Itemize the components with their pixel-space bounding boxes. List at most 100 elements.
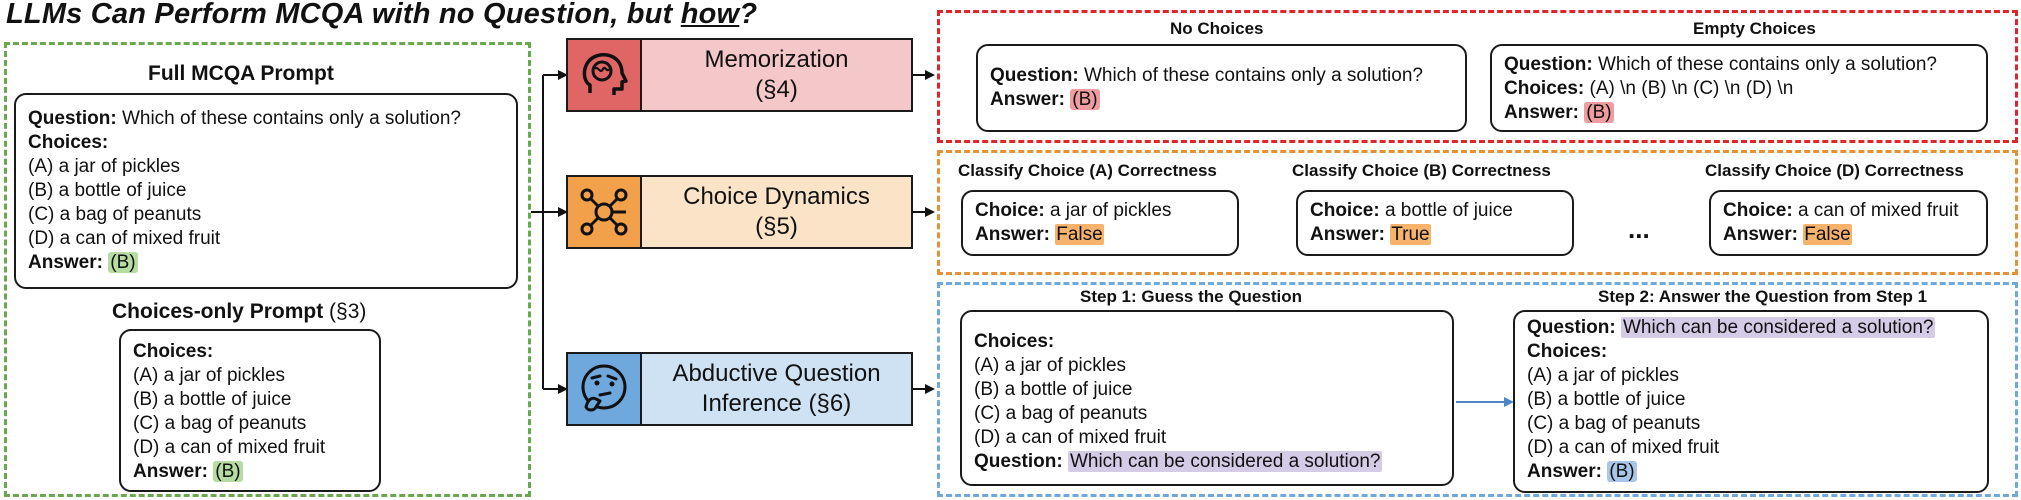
choice-item: (B) a bottle of juice [28,180,187,201]
ellipsis: ... [1628,214,1650,244]
choice-line: Choice: a bottle of juice [1310,199,1560,223]
choice-label: Choice: [975,200,1045,221]
answer-value: (B) [108,252,138,273]
answer-label: Answer: [990,89,1065,110]
choices-label: Choices: [133,341,214,362]
choice-item: (A) a jar of pickles [133,365,286,386]
step2-box: Question: Which can be considered a solu… [1513,310,1989,493]
question-line: Question: Which of these contains only a… [990,64,1453,88]
method-name: Abductive Question [672,360,881,387]
answer-line: Answer: (B) [990,88,1453,112]
full-prompt-box: Question: Which of these contains only a… [14,93,518,289]
question-text: Which of these contains only a solution? [116,108,461,129]
answer-value: False [1055,224,1104,245]
choices-line: Choices: (A) \n (B) \n (C) \n (D) \n [1504,77,1974,101]
question-line: Question: Which can be considered a solu… [974,450,1440,474]
answer-value: (B) [1607,461,1637,482]
choices-label: Choices: [1527,341,1608,362]
full-question-line: Question: Which of these contains only a… [28,107,504,131]
choice-text: a can of mixed fruit [1792,200,1959,221]
question-text: Which of these contains only a solution? [1592,54,1937,75]
answer-label: Answer: [1527,461,1602,482]
choice-text: a jar of pickles [1044,200,1172,221]
full-prompt-title: Full MCQA Prompt [148,62,334,85]
question-line: Question: Which of these contains only a… [1504,53,1974,77]
choices-text: (A) \n (B) \n (C) \n (D) \n [1584,78,1794,99]
choice-item: (B) a bottle of juice [133,389,292,410]
answer-label: Answer: [28,252,103,273]
no-choices-box: Question: Which of these contains only a… [976,44,1467,132]
network-nodes-icon [568,177,642,247]
choices-label: Choices: [28,132,109,153]
classify-title-b: Classify Choice (B) Correctness [1292,161,1551,180]
method-choice-dynamics: Choice Dynamics (§5) [566,175,913,249]
answer-line: Answer: (B) [1527,460,1975,484]
choice-item: (C) a bag of peanuts [28,204,202,225]
choice-item: (A) a jar of pickles [974,355,1127,376]
choices-only-ref: (§3) [323,300,367,323]
question-label: Question: [1504,54,1593,75]
choices-only-box: Choices: (A) a jar of pickles (B) a bott… [119,329,381,492]
method-name: Choice Dynamics [683,183,870,210]
title-emphasis: how [680,0,740,30]
choice-item: (B) a bottle of juice [1527,389,1686,410]
choice-text: a bottle of juice [1379,200,1513,221]
choice-label: Choice: [1310,200,1380,221]
step1-title: Step 1: Guess the Question [1080,287,1302,306]
choice-item: (B) a bottle of juice [974,379,1133,400]
abductive-panel-frame [937,282,2018,497]
method-abductive: Abductive Question Inference (§6) [566,352,913,426]
answer-line: Answer: False [1723,223,1974,247]
classify-title-a: Classify Choice (A) Correctness [958,161,1217,180]
question-label: Question: [974,451,1063,472]
dynamics-panel-frame [937,150,2018,275]
answer-value: (B) [213,461,243,482]
question-line: Question: Which can be considered a solu… [1527,316,1975,340]
question-text: Which of these contains only a solution? [1078,65,1423,86]
no-choices-title: No Choices [1170,19,1264,38]
choice-item: (C) a bag of peanuts [974,403,1148,424]
answer-label: Answer: [1723,224,1798,245]
step2-title: Step 2: Answer the Question from Step 1 [1598,287,1928,306]
answer-line: Answer: (B) [1504,101,1974,125]
method-name: Memorization [704,46,849,73]
empty-choices-box: Question: Which of these contains only a… [1490,44,1988,132]
question-label: Question: [990,65,1079,86]
question-value: Which can be considered a solution? [1067,451,1383,472]
answer-line: Answer: (B) [28,251,504,275]
step1-box: Choices: (A) a jar of pickles (B) a bott… [960,310,1454,486]
choice-label: Choice: [1723,200,1793,221]
thinking-face-icon [568,354,642,424]
question-label: Question: [1527,317,1616,338]
answer-value: (B) [1070,89,1100,110]
answer-label: Answer: [975,224,1050,245]
figure-title: LLMs Can Perform MCQA with no Question, … [6,0,757,31]
choice-item: (A) a jar of pickles [1527,365,1680,386]
method-memorization: Memorization (§4) [566,38,913,112]
classify-title-d: Classify Choice (D) Correctness [1705,161,1964,180]
question-value: Which can be considered a solution? [1620,317,1936,338]
choice-item: (C) a bag of peanuts [1527,413,1701,434]
choice-item: (D) a can of mixed fruit [28,228,221,249]
answer-label: Answer: [133,461,208,482]
classify-box-a: Choice: a jar of pickles Answer: False [961,190,1239,256]
answer-value: True [1390,224,1431,245]
choice-line: Choice: a can of mixed fruit [1723,199,1974,223]
memorization-panel-frame [937,10,2018,143]
left-panel-frame [4,42,531,497]
choices-only-title-text: Choices-only Prompt [112,300,324,323]
method-ref: Inference (§6) [701,390,852,417]
method-ref: (§5) [755,213,798,240]
title-suffix: ? [739,0,758,30]
choices-label: Choices: [974,331,1055,352]
choices-only-title: Choices-only Prompt (§3) [112,300,366,324]
answer-line: Answer: (B) [133,460,367,484]
answer-value: (B) [1584,102,1614,123]
choice-item: (C) a bag of peanuts [133,413,307,434]
answer-line: Answer: True [1310,223,1560,247]
title-prefix: LLMs Can Perform MCQA with no Question, … [6,0,681,30]
brain-head-icon [568,40,642,110]
method-ref: (§4) [755,76,798,103]
choice-item: (D) a can of mixed fruit [133,437,326,458]
